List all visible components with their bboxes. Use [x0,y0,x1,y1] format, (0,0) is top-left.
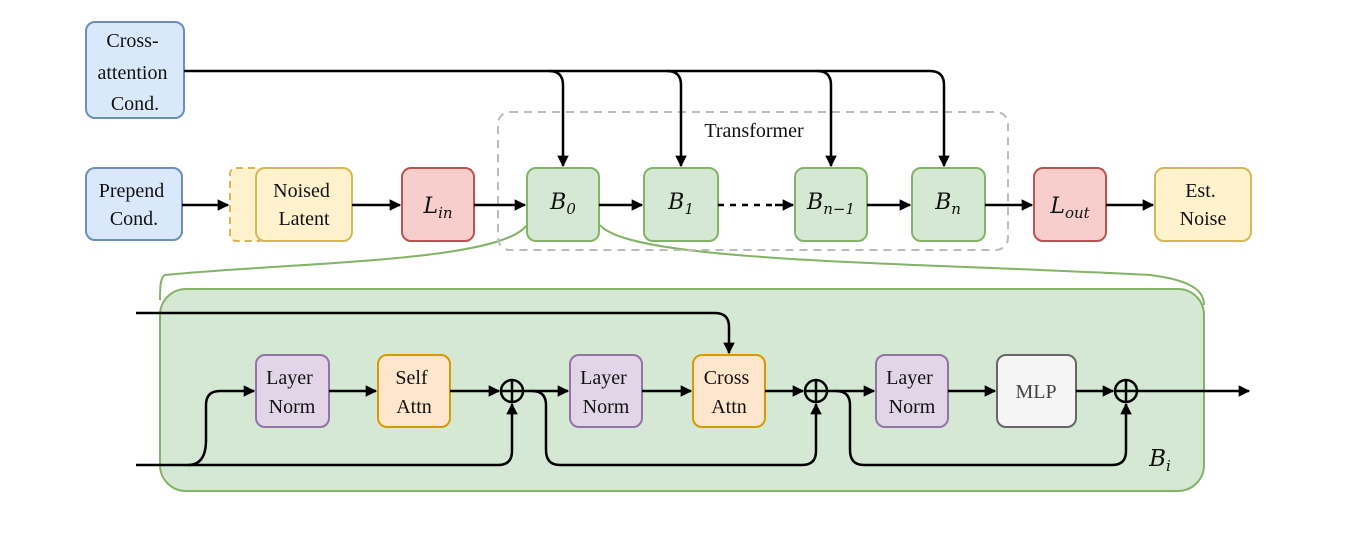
bn-label: Bn [934,190,961,218]
sum-node-1 [499,378,525,404]
residual-2 [531,389,822,467]
bn-minus-1-label: Bn−1 [806,190,855,218]
l-out-label: Lout [1049,194,1090,222]
prepend-cond-label: Prepend Cond. [99,180,170,230]
l-in-label: Lin [422,194,452,222]
bi-label: Bi [1148,446,1171,475]
input-main-line [136,402,518,467]
cross-attention-to-b0 [548,69,569,168]
residual-3 [835,389,1132,467]
sum-node-2 [803,378,829,404]
input-branch-to-layer-norm-1 [187,385,256,467]
transformer-group [497,111,1009,251]
top-row-connectors [182,69,1155,211]
zoom-connector-right [599,224,1205,306]
noised-latent-box [255,167,353,242]
mlp-label: MLP [1015,381,1056,403]
layer-norm-1-label: Layer Norm [266,367,318,418]
layer-norm-3-label: Layer Norm [886,367,938,418]
cross-attn-label: Cross Attn [704,367,755,418]
cross-attention-feed-line [184,69,950,168]
b1-label: B1 [667,190,694,218]
noised-latent-label: Noised Latent [273,180,335,230]
sum-node-3 [1113,378,1139,404]
zoom-connector-left [159,224,528,301]
cross-cond-line-into-block [136,311,735,355]
layer-norm-2-label: Layer Norm [580,367,632,418]
self-attn-label: Self Attn [395,367,432,418]
est-noise-box [1154,167,1252,242]
est-noise-label: Est. Noise [1180,180,1227,230]
cross-attention-to-b1 [666,69,687,168]
cross-attention-cond-label: Cross- attention Cond. [98,30,173,115]
b0-label: B0 [549,190,576,218]
cross-attention-to-bn-minus-1 [816,69,837,168]
transformer-label: Transformer [704,120,804,142]
block-connectors [136,311,1251,467]
